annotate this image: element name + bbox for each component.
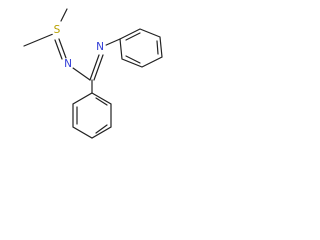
bond-methyl-left	[23, 33, 54, 47]
bond-s-n-double-a	[58, 38, 67, 59]
phenyl-ring-top-inner-1	[125, 32, 141, 41]
phenyl-ring-top-inner-2	[156, 40, 159, 55]
bond-c-n-double-a	[89, 54, 100, 81]
bond-n-c	[72, 67, 91, 81]
chemical-structure-diagram: S N N	[23, 8, 163, 139]
bond-n-phenyl	[103, 38, 121, 47]
phenyl-ring-top-inner-3	[125, 55, 141, 64]
atom-labels: S N N	[51, 24, 106, 70]
phenyl-ring-bottom-inner-1	[95, 97, 108, 106]
nitrogen-left-label: N	[64, 58, 72, 70]
phenyl-ring-bottom-inner-2	[95, 124, 108, 134]
nitrogen-left-atom: N	[62, 58, 74, 70]
bond-c-n-double-b	[93, 54, 104, 81]
bond-s-n-double-b	[54, 39, 63, 60]
nitrogen-right-atom: N	[94, 41, 106, 53]
nitrogen-right-label: N	[96, 41, 104, 53]
phenyl-ring-top	[119, 28, 163, 68]
bonds	[23, 8, 163, 139]
phenyl-ring-bottom	[72, 92, 112, 139]
sulfur-atom: S	[51, 24, 63, 36]
sulfur-label: S	[54, 24, 61, 36]
bond-methyl-top	[60, 8, 68, 22]
